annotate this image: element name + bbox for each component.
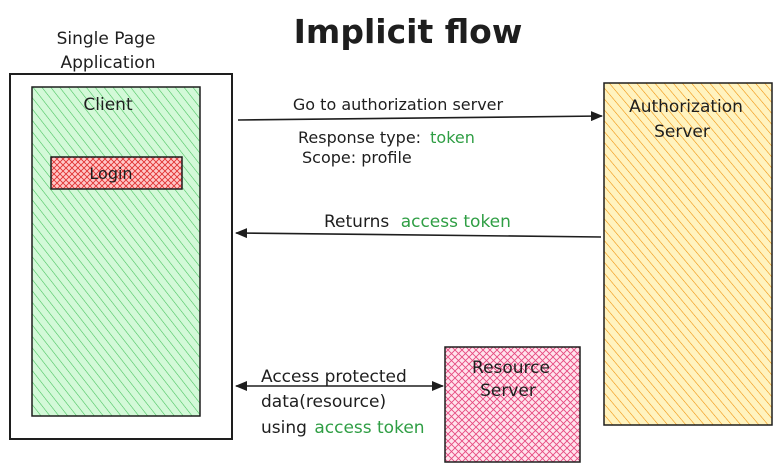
resource-access-prefix: using — [261, 418, 307, 438]
login-button-label: Login — [89, 164, 132, 183]
response-value: access token — [401, 212, 511, 232]
authorization-server-label-line2: Server — [654, 122, 710, 142]
authorization-server-label-line1: Authorization — [629, 97, 743, 117]
resource-access-value: access token — [314, 418, 424, 438]
client-label: Client — [83, 95, 133, 115]
resource-access-line2: data(resource) — [261, 392, 386, 412]
request-arrow — [237, 111, 603, 122]
resource-access-label-backdrop — [258, 366, 432, 383]
scope-line: Scope: profile — [302, 148, 412, 167]
resource-server-label-line2: Server — [480, 381, 536, 401]
diagram-title: Implicit flow — [294, 12, 523, 51]
response-prefix: Returns — [324, 212, 389, 232]
login-button[interactable]: Login — [50, 156, 183, 190]
response-type-label: Response type: — [298, 128, 421, 147]
response-type-line: Response type: token — [298, 128, 475, 147]
resource-access-line3: using access token — [261, 418, 425, 438]
response-line: Returns access token — [324, 212, 511, 232]
resource-access-line1: Access protected — [261, 367, 407, 387]
response-type-value: token — [430, 128, 475, 147]
spa-caption-line1: Single Page — [57, 29, 156, 49]
authorization-server-box: Authorization Server — [603, 82, 773, 426]
spa-caption-line2: Application — [61, 53, 156, 73]
response-arrow — [235, 228, 602, 239]
spa-frame — [9, 73, 233, 440]
request-label: Go to authorization server — [293, 95, 504, 114]
client-box: Client — [31, 86, 201, 417]
resource-server-label-line1: Resource — [472, 358, 550, 378]
resource-server-box: Resource Server — [444, 346, 581, 463]
